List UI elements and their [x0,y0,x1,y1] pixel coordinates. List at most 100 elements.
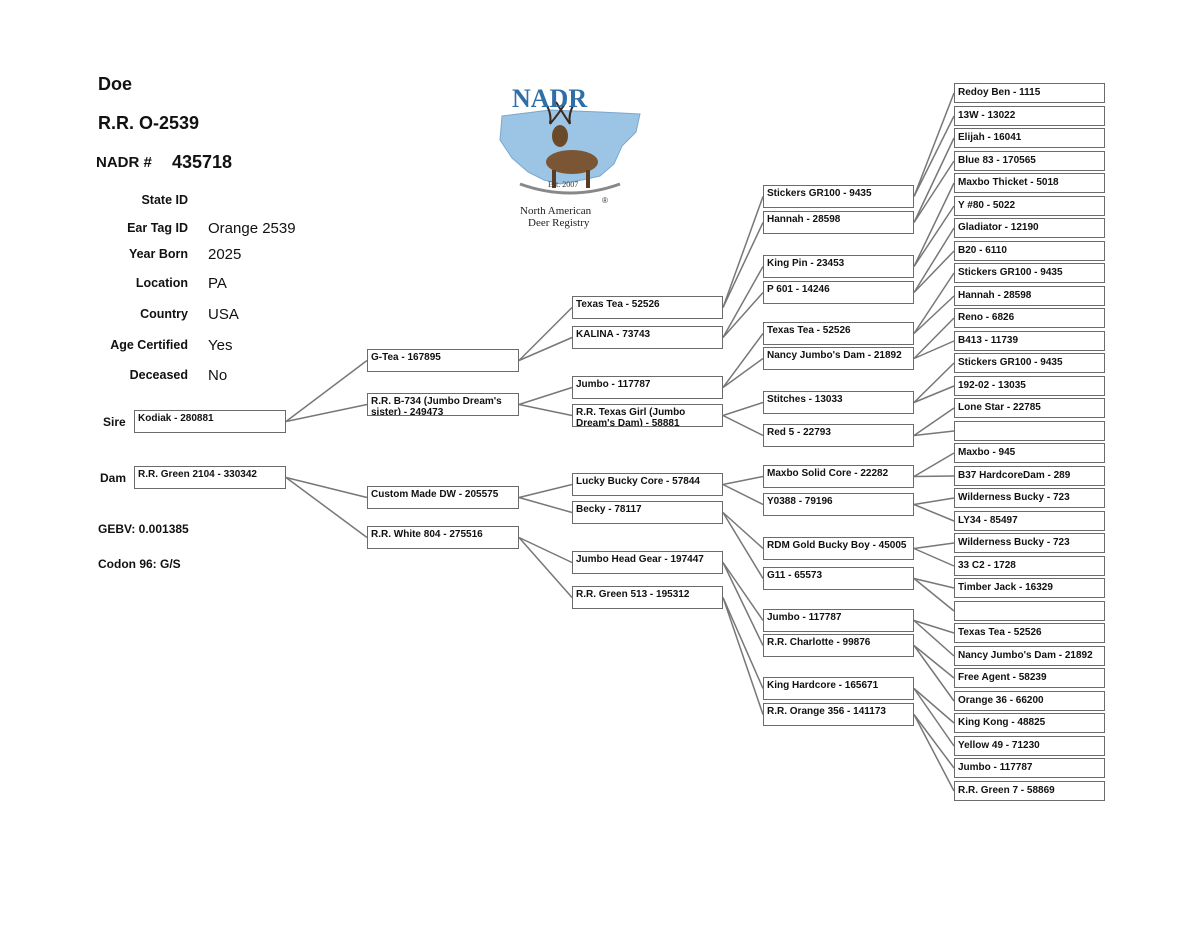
pedigree-box-g5: Orange 36 - 66200 [954,691,1105,711]
connector-line [913,619,955,657]
animal-name: R.R. O-2539 [98,113,200,133]
detail-value: PA [208,275,227,292]
logo-registered: ® [602,196,608,205]
connector-line [722,597,764,715]
pedigree-box-g4: R.R. Charlotte - 99876 [763,634,914,657]
pedigree-box-g5: LY34 - 85497 [954,511,1105,531]
connector-line [913,714,955,769]
pedigree-box-g4: Y0388 - 79196 [763,493,914,516]
pedigree-box-g3: KALINA - 73743 [572,326,723,349]
connector-line [722,401,764,417]
pedigree-box-g3: Jumbo - 117787 [572,376,723,399]
connector-line [913,497,955,506]
connector-line [913,160,955,223]
logo-brand: NADR [512,84,588,113]
detail-value: 2025 [208,246,242,263]
pedigree-box-g5: 13W - 13022 [954,106,1105,126]
connector-line [285,359,368,423]
detail-value: Yes [208,337,233,354]
connector-line [285,476,368,499]
gebv-value: GEBV: 0.001385 [98,522,189,536]
pedigree-box-g4: King Pin - 23453 [763,255,914,278]
pedigree-box-g4: Nancy Jumbo's Dam - 21892 [763,347,914,370]
detail-label: State ID [141,193,188,207]
connector-line [913,547,955,567]
pedigree-box-g2: Custom Made DW - 205575 [367,486,519,509]
pedigree-box-g4: Jumbo - 117787 [763,609,914,632]
connector-line [913,295,955,335]
pedigree-box-g5 [954,601,1105,621]
pedigree-box-g5: Redoy Ben - 1115 [954,83,1105,103]
detail-label: Country [140,307,188,321]
connector-line [913,137,955,223]
connector-line [913,577,955,589]
logo-org-line1: North American [520,205,592,217]
detail-label: Deceased [129,368,188,382]
pedigree-box-g4: Stitches - 13033 [763,391,914,414]
pedigree-box-g5: Timber Jack - 16329 [954,578,1105,598]
connector-line [722,333,764,388]
logo-org-line2: Deer Registry [528,217,590,229]
connector-line [913,317,955,360]
connector-line [913,645,955,702]
connector-line [722,357,764,389]
detail-value: Orange 2539 [208,220,296,237]
connector-line [518,483,573,499]
detail-label: Age Certified [110,338,188,352]
connector-line [913,688,955,747]
pedigree-box-g5: R.R. Green 7 - 58869 [954,781,1105,801]
connector-line [518,403,573,417]
pedigree-box-g5: King Kong - 48825 [954,713,1105,733]
connector-line [913,272,955,334]
pedigree-box-g4: P 601 - 14246 [763,281,914,304]
pedigree-box-g5: Y #80 - 5022 [954,196,1105,216]
connector-line [913,92,955,197]
logo-est: Est. 2007 [548,180,579,189]
connector-line [913,430,955,437]
connector-line [722,512,764,579]
connector-line [518,386,573,406]
connector-line [722,292,764,338]
connector-line [913,619,955,634]
codon-value: Codon 96: G/S [98,557,181,571]
connector-line [913,714,955,792]
connector-line [722,562,764,621]
connector-line [722,511,764,550]
pedigree-box-g5: Yellow 49 - 71230 [954,736,1105,756]
connector-line [285,403,368,423]
pedigree-box-g3: Jumbo Head Gear - 197447 [572,551,723,574]
connector-line [722,475,764,486]
pedigree-box-g2: R.R. White 804 - 275516 [367,526,519,549]
pedigree-box-g5: Wilderness Bucky - 723 [954,533,1105,553]
pedigree-box-g1: R.R. Green 2104 - 330342 [134,466,286,489]
connector-line [913,577,955,612]
pedigree-box-g4: Red 5 - 22793 [763,424,914,447]
pedigree-box-g5: Maxbo Thicket - 5018 [954,173,1105,193]
connector-line [518,336,573,362]
pedigree-box-g5 [954,421,1105,441]
pedigree-box-g5: Nancy Jumbo's Dam - 21892 [954,646,1105,666]
connector-line [913,340,955,360]
connector-line [722,266,764,338]
sire-label: Sire [103,415,126,429]
pedigree-box-g5: Hannah - 28598 [954,286,1105,306]
nadr-number: 435718 [172,152,233,172]
deer-map-icon [499,101,641,195]
pedigree-box-g3: R.R. Green 513 - 195312 [572,586,723,609]
connector-line [518,537,573,598]
pedigree-box-g3: Lucky Bucky Core - 57844 [572,473,723,496]
connector-line [913,475,955,478]
sex-heading: Doe [98,74,133,94]
connector-line [913,182,955,267]
pedigree-box-g4: Texas Tea - 52526 [763,322,914,345]
detail-label: Year Born [128,247,188,261]
pedigree-box-g5: 33 C2 - 1728 [954,556,1105,576]
pedigree-box-g4: King Hardcore - 165671 [763,677,914,700]
connector-line [722,196,764,308]
detail-value: USA [208,306,239,323]
dam-label: Dam [100,471,127,485]
pedigree-box-g1: Kodiak - 280881 [134,410,286,433]
connector-line [913,362,955,404]
detail-label: Ear Tag ID [127,221,188,235]
connector-line [913,542,955,550]
